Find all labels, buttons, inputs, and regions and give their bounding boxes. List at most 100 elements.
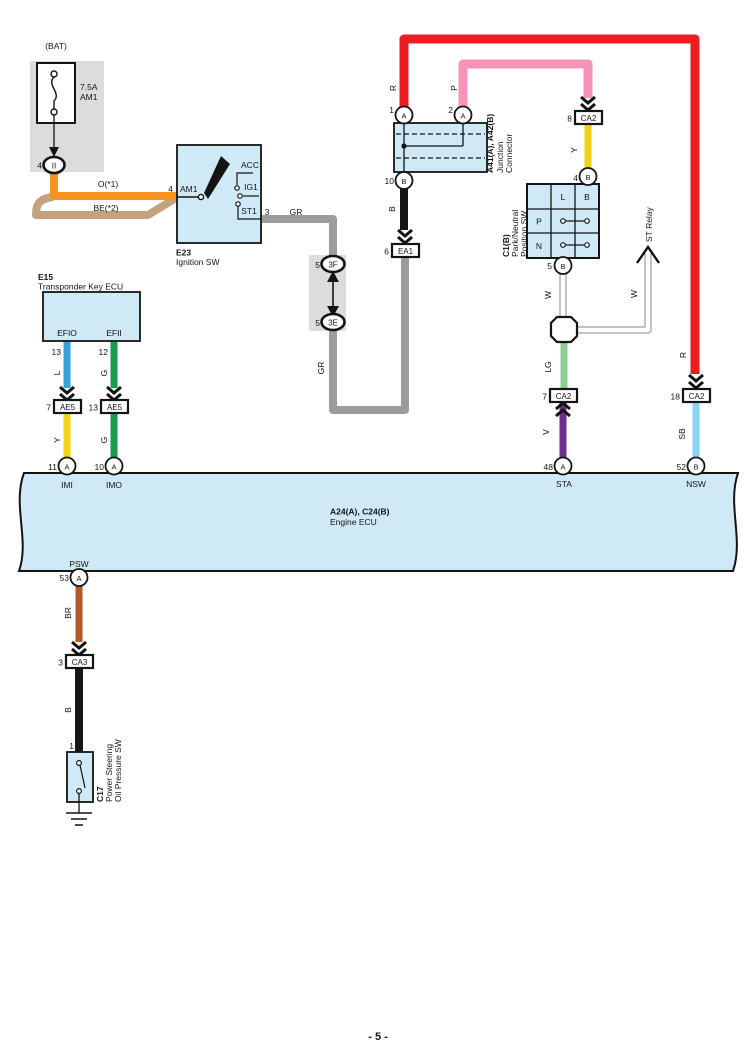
contact-dot [75,787,82,794]
wire-label-o1: O(*1) [98,179,118,189]
pin-oval-48a [553,456,573,476]
wire-label-y: Y [52,437,62,443]
connector-box-ca2 [548,387,579,404]
wire-label-p: P [449,85,459,91]
acc-contact-line [236,172,253,185]
ecu-terminal-imo: IMO [106,480,122,490]
harness-arrow-down-icon [397,228,413,245]
ecu-band-shape [17,472,740,572]
pin-number: 10 [95,462,105,472]
efio-terminal-label: EFIO [57,328,77,338]
harness-arrow-down-icon [688,373,704,390]
wire-label-sb: SB [677,428,687,440]
connector-ae5-right: AE5 13 [89,398,130,415]
battery-label: (BAT) [45,41,67,51]
wire-label-v: V [541,429,551,435]
pin-number: 12 [99,347,109,357]
component-code: C1(B) [501,234,511,257]
contact-dot [560,242,566,248]
junction-connector-box [393,122,488,173]
component-code: E15 [38,272,53,282]
pin-number: 3 [265,207,270,217]
harness-arrow-down-icon [580,95,596,112]
pnp-cell-p: P [536,217,542,227]
battery-fuse-block: (BAT) 7.5A AM1 II 4 [36,41,98,175]
transponder-box [42,291,141,342]
pin-letter: B [585,173,590,182]
pin-number: 2 [448,105,453,115]
connector-label: CA2 [689,392,705,401]
pin-oval-52b [686,456,706,476]
component-name-line2: Oil Pressure SW [113,739,123,802]
contact-dot [584,218,590,224]
park-neutral-switch-c1b: L B P N B 4 B 5 C1(B) Park/Neutral Posit… [501,167,600,275]
ig1-terminal-label: IG1 [244,182,258,192]
connector-ca2-nsw: CA2 18 [671,387,712,404]
arrow-down-icon [49,147,59,157]
connector-box-ae5 [52,398,83,415]
am1-terminal-label: AM1 [180,184,198,194]
wire-label-gr-vertical: GR [316,362,326,375]
noise-filter-octagon [549,315,579,344]
pin-number: 52 [677,462,687,472]
fuse-terminal-dot [50,108,58,116]
component-code: E23 [176,248,191,258]
pin-letter: A [76,574,81,583]
busbar-dashed-lines [396,133,485,159]
pin-oval-10b [394,171,414,190]
wire-orange-o1 [50,170,177,200]
fuse-terminal-dot [50,70,58,78]
pin-oval-53a [69,568,89,587]
wire-gray-gr-lower [329,258,409,414]
contact-dot [75,759,82,766]
connector-ae5-left: AE5 7 [46,398,83,415]
component-name: Transponder Key ECU [38,282,123,292]
contact-dot [560,218,566,224]
connector-ca3: CA3 3 [58,653,95,670]
pin-number: 18 [671,392,681,402]
pin-oval-4b [578,167,598,186]
wire-label-g: G [99,370,109,377]
connector-oval-3f [320,254,346,274]
acc-terminal-label: ACC [241,160,259,170]
pin-number: 7 [542,392,547,402]
pin-number: 4 [37,161,42,171]
connector-ca2-yellow: CA2 8 [567,109,604,126]
wire-tan-be2 [32,193,180,219]
connector-box-ca2 [681,387,712,404]
ecu-code: A24(A), C24(B) [330,507,390,517]
wire-label-y: Y [569,147,579,153]
engine-ecu-band: A24(A), C24(B) Engine ECU A 11 IMI A 10 … [17,456,740,587]
pin-oval-11a [57,456,77,476]
component-name-line2: Position SW [519,211,529,257]
connector-label: AE5 [107,403,123,412]
st1-contact-line [237,206,261,220]
terminal-ii-label: II [52,162,56,171]
fuse-rating-label: 7.5A [80,82,98,92]
st-relay-label: ST Relay [644,206,654,242]
harness-arrow-down-icon [106,385,122,402]
pin-letter: A [560,463,565,472]
fuse-name-label: AM1 [80,92,98,102]
pin-number: 6 [384,247,389,257]
wire-label-b: B [63,707,73,713]
connector-box-ae5 [99,398,130,415]
pin-number: 1 [389,105,394,115]
pin-letter: A [64,463,69,472]
connector-label: CA3 [72,658,88,667]
page-number: - 5 - [368,1031,388,1043]
st1-terminal-label: ST1 [241,206,257,216]
connector-3f-label: 3F [328,261,337,270]
pin-number: 11 [48,462,57,472]
pnp-cell-n: N [536,241,542,251]
transponder-key-ecu-e15: E15 Transponder Key ECU EFIO EFII 13 12 [38,272,141,357]
pin-oval-2a [453,105,473,125]
component-name-line1: Junction [495,141,505,173]
wire-red-r [399,34,700,374]
connector-ea1: EA1 6 [384,242,421,259]
pin-number: 4 [573,173,578,183]
wire-label-r: R [678,352,688,358]
wire-label-r: R [388,85,398,91]
connector-box-ea1 [390,242,421,259]
